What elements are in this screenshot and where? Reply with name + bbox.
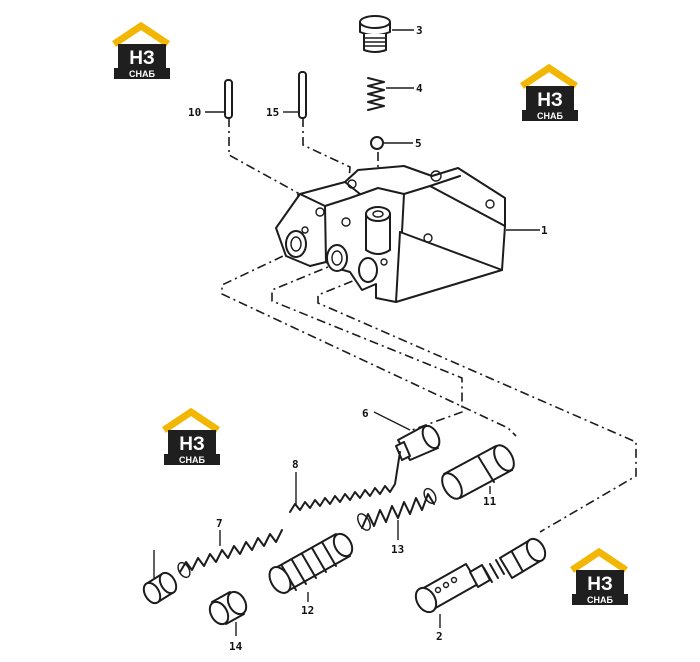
callout-12: 12	[301, 604, 314, 617]
callout-2: 2	[436, 630, 443, 643]
spool-cap	[395, 424, 441, 461]
callout-3: 3	[416, 24, 423, 37]
logo-watermark-2: НЗ СНАБ	[518, 64, 580, 122]
spring-12	[268, 532, 354, 594]
main-spool	[414, 537, 547, 614]
callout-labels: 1 2 3 4 5 6 7 8 10 11 12 13 14 15	[188, 24, 548, 653]
callout-6: 6	[362, 407, 369, 420]
callout-5: 5	[415, 137, 422, 150]
logo-sub-text: СНАБ	[179, 455, 205, 465]
end-cap-left	[142, 571, 178, 605]
spring-small	[367, 77, 385, 111]
callout-1: 1	[541, 224, 548, 237]
assembly-line-bore-a	[221, 247, 517, 437]
end-cap-14	[208, 590, 248, 626]
piston	[441, 444, 515, 500]
callout-15: 15	[266, 106, 279, 119]
assembly-line-bore-c	[317, 273, 637, 533]
assembly-line-pin-10	[228, 118, 299, 215]
plug	[359, 15, 391, 53]
callout-10: 10	[188, 106, 201, 119]
logo-watermark-4: НЗ СНАБ	[568, 548, 630, 606]
ball	[370, 136, 384, 150]
logo-main-text: НЗ	[129, 48, 155, 69]
assembly-line-pin-15	[302, 118, 351, 231]
logo-main-text: НЗ	[179, 434, 205, 455]
callout-11: 11	[483, 495, 497, 508]
pin-15	[298, 71, 307, 119]
logo-watermark-3: НЗ СНАБ	[160, 408, 222, 466]
callout-8: 8	[292, 458, 299, 471]
valve-body	[275, 165, 506, 303]
callout-7: 7	[216, 517, 223, 530]
pin-10	[224, 79, 233, 119]
logo-main-text: НЗ	[537, 90, 563, 111]
logo-watermark-1: НЗ СНАБ	[110, 22, 172, 80]
logo-sub-text: СНАБ	[129, 69, 155, 79]
leader-6	[373, 411, 411, 431]
assembly-line-bore-b	[271, 261, 463, 431]
assembly-lines	[221, 118, 637, 533]
spring-13	[357, 487, 437, 531]
callout-13: 13	[391, 543, 404, 556]
callout-4: 4	[416, 82, 423, 95]
spring-long	[289, 451, 401, 513]
logo-sub-text: СНАБ	[537, 111, 563, 121]
logo-main-text: НЗ	[587, 574, 613, 595]
callout-14: 14	[229, 640, 243, 653]
spring-7	[179, 529, 283, 573]
logo-sub-text: СНАБ	[587, 595, 613, 605]
